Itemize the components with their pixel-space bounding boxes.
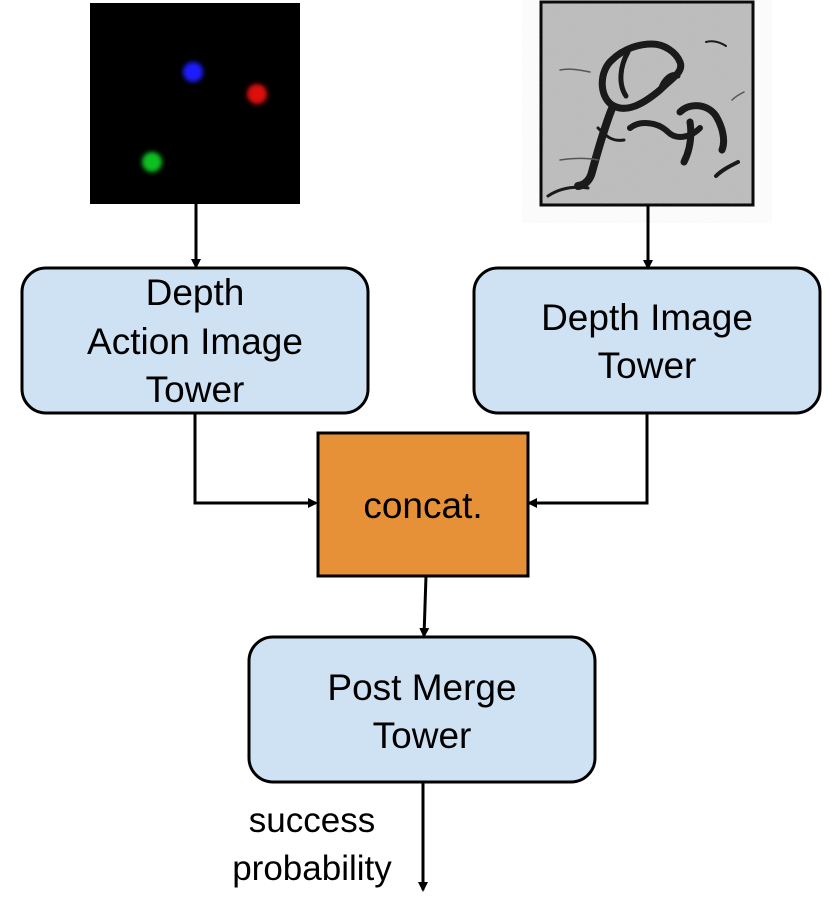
arrow-action-tower-to-concat xyxy=(193,413,318,508)
depth-action-tower-line2: Action Image xyxy=(87,321,303,362)
arrow-concat-to-post-merge xyxy=(419,575,430,638)
output-label-line1: success xyxy=(249,801,375,840)
output-label: success probability xyxy=(232,801,392,888)
output-label-line2: probability xyxy=(232,849,392,888)
depth-action-tower-line3: Tower xyxy=(146,369,245,410)
arrow-depth-tower-to-concat xyxy=(527,413,649,508)
concat-label: concat. xyxy=(363,485,482,526)
post-merge-tower: Post Merge Tower xyxy=(247,635,597,784)
depth-image-tower-line1: Depth Image xyxy=(541,297,753,338)
post-merge-tower-line2: Tower xyxy=(373,715,472,756)
depth-action-tower-line1: Depth xyxy=(146,272,245,313)
green-dot xyxy=(142,152,162,172)
depth-image-blobs xyxy=(546,40,745,198)
depth-image-tower: Depth Image Tower xyxy=(472,266,822,415)
depth-image xyxy=(539,0,755,207)
blue-dot xyxy=(183,62,203,82)
concat-box: concat. xyxy=(316,431,530,578)
depth-action-image-tower: Depth Action Image Tower xyxy=(20,266,370,415)
post-merge-tower-line1: Post Merge xyxy=(327,667,516,708)
depth-action-image xyxy=(90,3,300,204)
depth-image-tower-line2: Tower xyxy=(598,345,697,386)
red-dot xyxy=(247,84,267,104)
